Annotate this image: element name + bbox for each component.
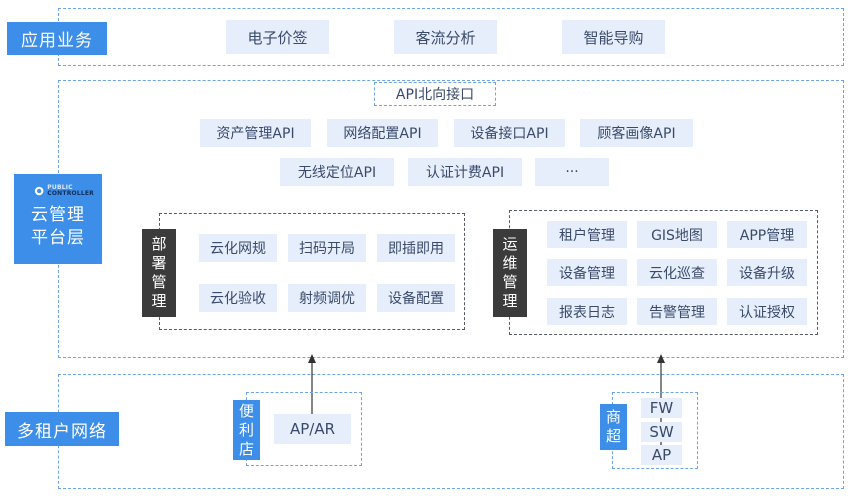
platform-layer-tag: PUBLIC CONTROLLER 云管理 平台层 [14,174,102,264]
ops-app: APP管理 [727,221,807,248]
api-device: 设备接口API [454,119,565,147]
market-tag: 商 超 [600,404,627,450]
api-asset: 资产管理API [200,119,311,147]
platform-layer-title: 云管理 平台层 [31,205,85,248]
deploy-device-config: 设备配置 [377,284,455,312]
deploy-frame [159,213,465,330]
deploy-scan-open: 扫码开局 [288,234,366,262]
ops-tenant: 租户管理 [547,221,627,248]
ops-auth: 认证授权 [727,298,807,325]
app-item-traffic: 客流分析 [394,20,497,54]
ops-report-log: 报表日志 [547,298,627,325]
market-device-sw: SW [641,422,682,442]
ops-cloud-inspect: 云化巡查 [637,259,717,286]
api-customer: 顾客画像API [580,119,693,147]
app-item-guide: 智能导购 [562,20,665,54]
app-item-esl: 电子价签 [226,20,329,54]
tenant-layer-tag: 多租户网络 [5,412,119,446]
api-location: 无线定位API [280,158,394,186]
market-device-ap: AP [641,445,682,465]
store-device-ap-ar: AP/AR [274,414,351,444]
deploy-tag: 部 署 管 理 [142,229,176,317]
deploy-plug-play: 即插即用 [377,234,455,262]
api-northbound-title: API北向接口 [374,82,496,106]
deploy-rf-tune: 射频调优 [288,284,366,312]
tenant-layer-frame [58,374,844,489]
api-auth-billing: 认证计费API [408,158,522,186]
deploy-cloud-accept: 云化验收 [199,284,277,312]
ops-tag: 运 维 管 理 [493,229,527,317]
public-controller-logo: PUBLIC CONTROLLER [34,184,94,198]
ops-device-upgrade: 设备升级 [727,259,807,286]
deploy-cloud-plan: 云化网规 [199,234,277,262]
market-device-fw: FW [641,398,682,418]
logo-text-top: PUBLIC [47,184,73,191]
cloud-logo-icon [34,186,44,196]
api-more: ··· [535,158,609,186]
ops-gis-map: GIS地图 [637,221,717,248]
logo-text-bottom: CONTROLLER [47,190,94,197]
api-network: 网络配置API [327,119,438,147]
ops-device: 设备管理 [547,259,627,286]
store-tag: 便 利 店 [233,400,260,460]
ops-alarm: 告警管理 [637,298,717,325]
app-layer-tag: 应用业务 [7,22,107,55]
